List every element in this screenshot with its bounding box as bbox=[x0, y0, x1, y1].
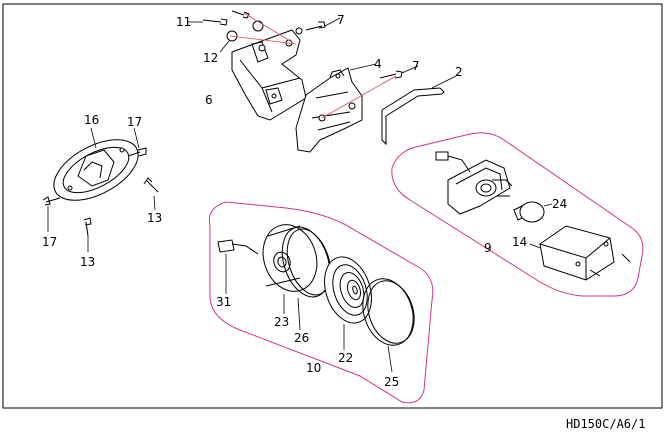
callout-2: 2 bbox=[455, 65, 463, 79]
part-screw-17-upper bbox=[127, 127, 147, 157]
axis-line-4 bbox=[321, 75, 397, 119]
part-bolt-11 bbox=[188, 10, 250, 26]
callout-4: 4 bbox=[374, 57, 382, 71]
diagram-frame bbox=[2, 3, 663, 409]
part-lens-ring-25 bbox=[362, 278, 415, 373]
part-signal-housing-9 bbox=[435, 151, 513, 215]
callout-13-lower: 13 bbox=[80, 255, 95, 269]
axis-line-6b bbox=[243, 12, 293, 43]
part-bolt-7-lower bbox=[379, 65, 419, 79]
part-bolt-7-upper bbox=[295, 17, 341, 35]
axis-line-6 bbox=[229, 35, 297, 45]
callout-23: 23 bbox=[274, 315, 289, 329]
callout-26: 26 bbox=[294, 331, 309, 345]
part-socket-31 bbox=[217, 239, 259, 294]
part-screw-13-lower bbox=[83, 217, 92, 252]
part-reflector-22 bbox=[324, 256, 372, 350]
part-lamp-housing-16 bbox=[53, 127, 139, 201]
callout-7-upper: 7 bbox=[337, 13, 345, 27]
callout-12: 12 bbox=[203, 51, 218, 65]
callout-17-upper: 17 bbox=[127, 115, 142, 129]
callout-31: 31 bbox=[216, 295, 231, 309]
drawing-code: HD150C/A6/1 bbox=[566, 417, 645, 431]
group-outline-10 bbox=[208, 201, 434, 404]
callout-22: 22 bbox=[338, 351, 353, 365]
callout-25: 25 bbox=[384, 375, 399, 389]
callout-6: 6 bbox=[205, 93, 213, 107]
group-outline-9 bbox=[391, 132, 644, 297]
callout-7-lower: 7 bbox=[412, 59, 420, 73]
callout-14: 14 bbox=[512, 235, 527, 249]
part-lens-14 bbox=[529, 225, 631, 281]
part-wire-bracket-2 bbox=[381, 75, 457, 146]
callout-11: 11 bbox=[176, 15, 191, 29]
callout-9: 9 bbox=[484, 241, 492, 255]
part-gasket-26 bbox=[281, 226, 332, 331]
part-screw-13-upper bbox=[143, 177, 159, 211]
callout-17-lower: 17 bbox=[42, 235, 57, 249]
part-bulb-24 bbox=[513, 201, 553, 223]
callout-24: 24 bbox=[552, 197, 567, 211]
callout-13-upper: 13 bbox=[147, 211, 162, 225]
part-bulb-socket-23 bbox=[262, 224, 318, 314]
part-bracket-4 bbox=[295, 63, 377, 153]
callout-16: 16 bbox=[84, 113, 99, 127]
callout-10: 10 bbox=[306, 361, 321, 375]
part-screw-17-lower bbox=[42, 196, 61, 232]
